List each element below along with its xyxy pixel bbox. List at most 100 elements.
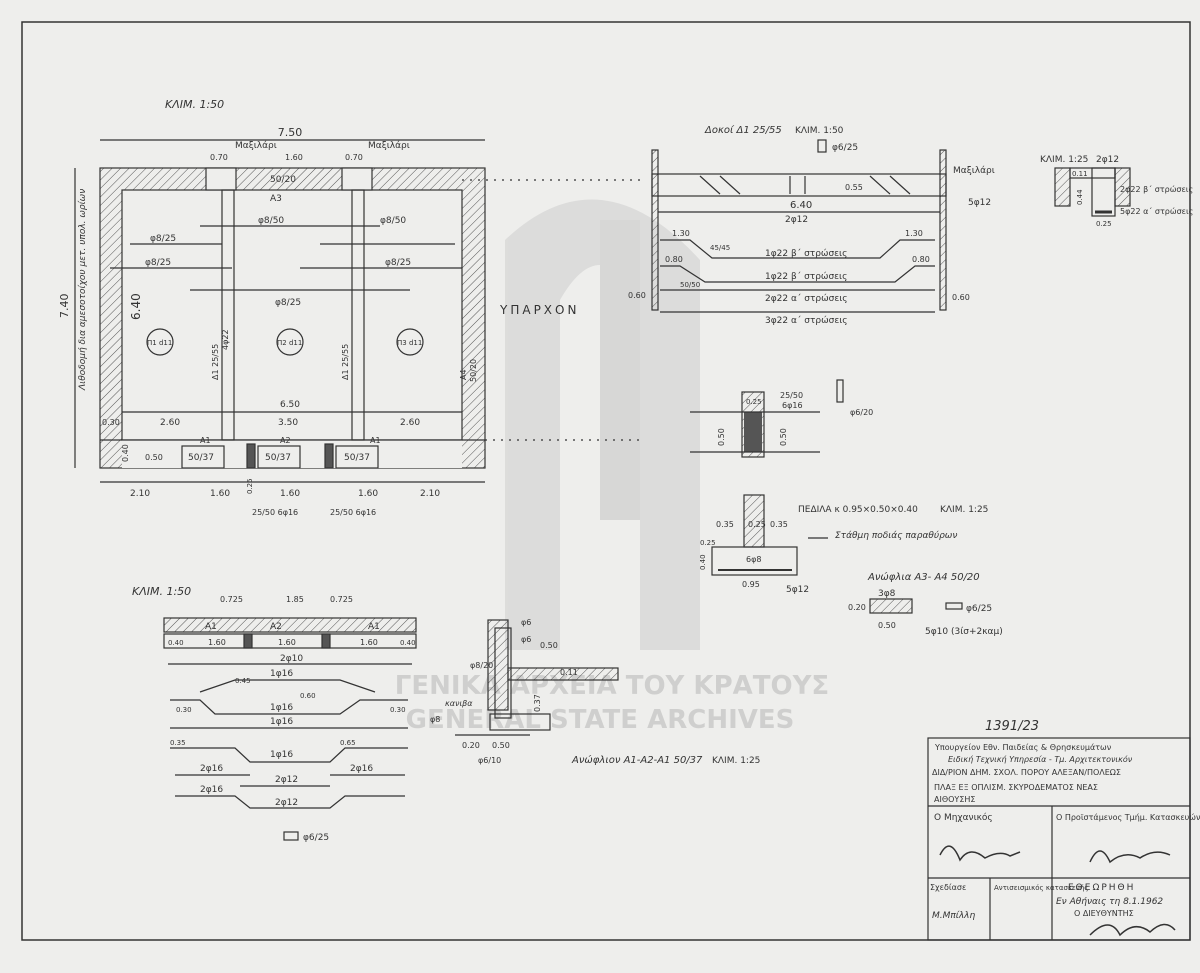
- lintel-a3-top-bars: 3φ8: [878, 589, 896, 599]
- beam-bar-4: 3φ22 α΄ στρώσεις: [765, 315, 848, 326]
- lintel-section-note: κανιβα: [445, 699, 473, 708]
- footing-dim-2: 0.25: [748, 520, 766, 529]
- beam-dim-4: 0.80: [665, 255, 683, 264]
- rebar-label-2: φ8/25: [150, 234, 176, 244]
- beam-cushion: Μαξιλάρι: [953, 166, 995, 176]
- beam-dim-6: 0.60: [628, 291, 646, 300]
- joist-label-3: Δ1 25/55: [341, 344, 350, 380]
- beam-dim-7: 0.60: [952, 293, 970, 302]
- tb-drawn-label: Σχεδίασε: [930, 883, 966, 892]
- rebar-label-1: φ8/50: [258, 216, 284, 226]
- plan-total-height: 7.40: [58, 294, 71, 319]
- lintel-section-dim-5: 0.50: [540, 641, 558, 650]
- column-dim-2: 0.50: [779, 428, 788, 446]
- lintel-section-bar-5: φ6/10: [478, 756, 501, 765]
- beam-title: Δοκοί Δ1 25/55: [704, 124, 782, 136]
- joist-label-2: 4φ22: [221, 329, 230, 350]
- footing-dim-4: 0.95: [742, 580, 760, 589]
- footing-dim-3: 0.35: [770, 520, 788, 529]
- slab-label-2: Π2 d11: [277, 339, 302, 347]
- lintel-a1-bar-5: 1φ16: [270, 750, 293, 760]
- section-bar-1: 2φ22 β΄ στρώσεις: [1120, 184, 1193, 194]
- lintel-a3-bottom-bars: 5φ10 (3ίσ+2καμ): [925, 627, 1003, 637]
- beam-dim-8: 45/45: [710, 244, 730, 252]
- lintel-section-dim-4: 0.50: [492, 741, 510, 750]
- tb-approval-title: ΕΘΕΩΡΗΘΗ: [1068, 883, 1135, 893]
- lintel-a1-bend-1: 0.45: [235, 677, 251, 685]
- column-detail: 25/50 6φ16 φ6/20 0.50 0.50 0.25: [690, 379, 873, 458]
- column-dim-1: 0.50: [717, 428, 726, 446]
- footing-dim-1: 0.35: [716, 520, 734, 529]
- lintel-a1-dim-3: 1.60: [360, 638, 378, 647]
- bottom-row-dim-1: 2.60: [160, 418, 180, 428]
- plan-inner-width: 6.50: [280, 400, 300, 410]
- lintel-a1-elevation: ΚΛΙΜ. 1:50 0.725 1.85 0.725 Α1 Α2 Α1 1.6…: [132, 585, 417, 843]
- bottom-beam-3: Α2: [280, 436, 291, 445]
- lintel-a1-bar-9: 2φ12: [275, 798, 298, 808]
- lintel-a1-bend-3: 0.30: [390, 706, 406, 714]
- bottom-row-dim-3: 2.60: [400, 418, 420, 428]
- column-size: 25/50: [780, 391, 803, 400]
- lintel-a1-dim-5: 0.40: [400, 639, 416, 647]
- lintel-a1-top-dim-1: 0.725: [220, 595, 243, 604]
- section-dim-1: 0.11: [1072, 170, 1088, 178]
- beam-bar-2: 1φ22 β΄ στρώσεις: [765, 271, 847, 282]
- footing-dim-5: 0.40: [699, 554, 707, 570]
- plan-inner-height: 6.40: [129, 293, 143, 320]
- lintel-a3-dim-1: 0.20: [848, 603, 866, 612]
- head-signature: [1089, 850, 1171, 864]
- tb-engineer-label: Ο Μηχανικός: [934, 812, 993, 823]
- lintel-section-scale: ΚΛΙΜ. 1:25: [712, 756, 760, 766]
- lintel-a1-dim-1: 1.60: [208, 638, 226, 647]
- footing-bar-label: 6φ8: [746, 555, 761, 564]
- beam-top-bars: 2φ12: [785, 215, 808, 225]
- lintel-a1-bar-7: 2φ16: [350, 764, 373, 774]
- bottom-beam-1: Α1: [200, 436, 211, 445]
- beam-dim-5: 0.80: [912, 255, 930, 264]
- left-wall-note: Λιθοδομή δια αμεσοτοίχου μετ. υπολ. ωρίω…: [78, 189, 88, 391]
- lintel-a1-bar-8: 2φ12: [275, 775, 298, 785]
- section-top-bars: 2φ12: [1096, 155, 1119, 165]
- beam-stirrup: φ6/25: [832, 143, 858, 153]
- beam-right-bars: 5φ12: [968, 198, 991, 208]
- lintel-a1-top-dim-3: 0.725: [330, 595, 353, 604]
- small-dim-4: 0.25: [246, 478, 254, 494]
- small-dim-2: 0.50: [145, 453, 163, 462]
- lintel-a1-bar-1: 2φ10: [280, 654, 303, 664]
- sheet-border: [21, 21, 1191, 941]
- lintel-a1-bar-2: 1φ16: [270, 669, 293, 679]
- bottom-dim-1: 2.10: [130, 489, 150, 499]
- beam-length: 6.40: [790, 200, 812, 211]
- lintel-a3-title: Ανώφλια Α3- Α4 50/20: [867, 571, 980, 583]
- existing-label: ΥΠΑΡΧΟΝ: [499, 303, 579, 317]
- engineer-signature: [939, 845, 1021, 862]
- beam-label-1: 50/20: [270, 175, 296, 185]
- bottom-row-dim-2: 3.50: [278, 418, 298, 428]
- tb-drawn-by: Μ.Μπίλλη: [932, 911, 976, 921]
- bottom-dim-3: 1.60: [280, 489, 300, 499]
- lintel-a3-stirrup: φ6/25: [966, 604, 992, 614]
- lintel-a1-stirrup: φ6/25: [303, 833, 329, 843]
- rebar-label-4: φ8/25: [275, 298, 301, 308]
- director-signature: [1089, 923, 1176, 937]
- tb-ministry: Υπουργείον Εθν. Παιδείας & Θρησκευμάτων: [934, 743, 1112, 752]
- lintel-a1-bend-5: 0.35: [170, 739, 186, 747]
- footing-detail: ΠΕΔΙΛΑ κ 0.95×0.50×0.40 ΚΛΙΜ. 1:25 Στάθμ…: [699, 494, 988, 595]
- lintel-a3-dim-2: 0.50: [878, 621, 896, 630]
- watermark-line-2: GENERAL STATE ARCHIVES: [406, 705, 795, 735]
- section-dim-3: 0.25: [1096, 220, 1112, 228]
- lintel-section-bar-3: φ8/20: [470, 661, 493, 670]
- tb-title-1: ΠΛΑΞ ΕΞ ΟΠΛΙΣΜ. ΣΚΥΡΟΔΕΜΑΤΟΣ ΝΕΑΣ: [934, 783, 1098, 792]
- tb-director-label: Ο ΔΙΕΥΘΥΝΤΗΣ: [1074, 909, 1134, 918]
- beam-label-2: Α3: [270, 194, 282, 204]
- lintel-section-bar-4: φ8: [430, 715, 440, 724]
- column-dim-3: 0.25: [746, 398, 762, 406]
- column-note-1: 25/50 6φ16: [252, 508, 298, 517]
- lintel-a1-scale: ΚΛΙΜ. 1:50: [132, 585, 191, 598]
- plan-total-width: 7.50: [278, 126, 303, 139]
- footing-scale: ΚΛΙΜ. 1:25: [940, 505, 988, 515]
- lintel-section-dim-1: 0.11: [560, 668, 578, 677]
